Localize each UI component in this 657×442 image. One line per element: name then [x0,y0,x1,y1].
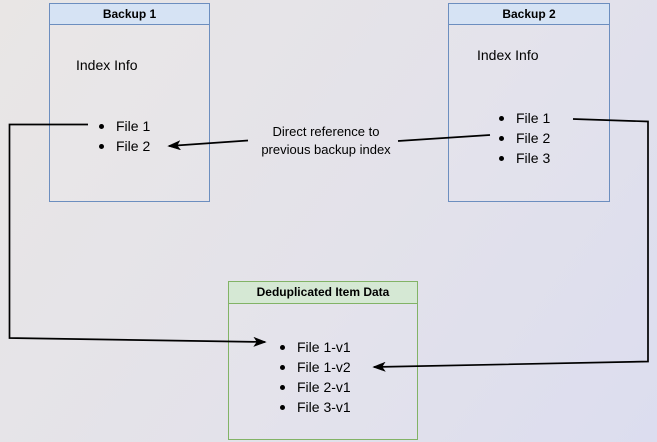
edge-label-line1: Direct reference to [272,124,380,139]
backup2-title: Backup 2 [449,4,609,25]
bullet-icon [99,143,104,149]
file-list-item: File 1 [499,108,550,128]
file-label: File 3-v1 [297,399,351,415]
bullet-icon [499,115,504,121]
file-list-item: File 2 [99,136,150,156]
bullet-icon [280,384,285,390]
backup2-subtitle: Index Info [477,47,539,63]
backup1-subtitle: Index Info [76,57,138,73]
backup1-node: Backup 1 Index Info File 1 File 2 [49,3,210,202]
file-list-item: File 1 [99,116,150,136]
backup1-file-list: File 1 File 2 [99,116,150,156]
bullet-icon [499,135,504,141]
file-list-item: File 1-v2 [280,357,351,377]
bullet-icon [99,123,104,129]
file-list-item: File 3 [499,148,550,168]
backup2-file-list: File 1 File 2 File 3 [499,108,550,168]
file-label: File 1 [116,118,151,134]
file-label: File 2-v1 [297,379,351,395]
file-list-item: File 3-v1 [280,397,351,417]
dedup-title: Deduplicated Item Data [229,282,417,304]
edge-label-line2: previous backup index [261,142,391,157]
bullet-icon [280,404,285,410]
file-label: File 2 [116,138,151,154]
file-label: File 2 [516,130,551,146]
backup1-title: Backup 1 [50,4,209,25]
file-label: File 1-v1 [297,339,351,355]
file-list-item: File 1-v1 [280,337,351,357]
backup2-node: Backup 2 Index Info File 1 File 2 File 3 [448,3,610,202]
file-label: File 1 [516,110,551,126]
file-label: File 1-v2 [297,359,351,375]
file-list-item: File 2-v1 [280,377,351,397]
bullet-icon [499,155,504,161]
bullet-icon [280,364,285,370]
bullet-icon [280,344,285,350]
file-label: File 3 [516,150,551,166]
file-list-item: File 2 [499,128,550,148]
edge-label: Direct reference to previous backup inde… [240,123,412,159]
